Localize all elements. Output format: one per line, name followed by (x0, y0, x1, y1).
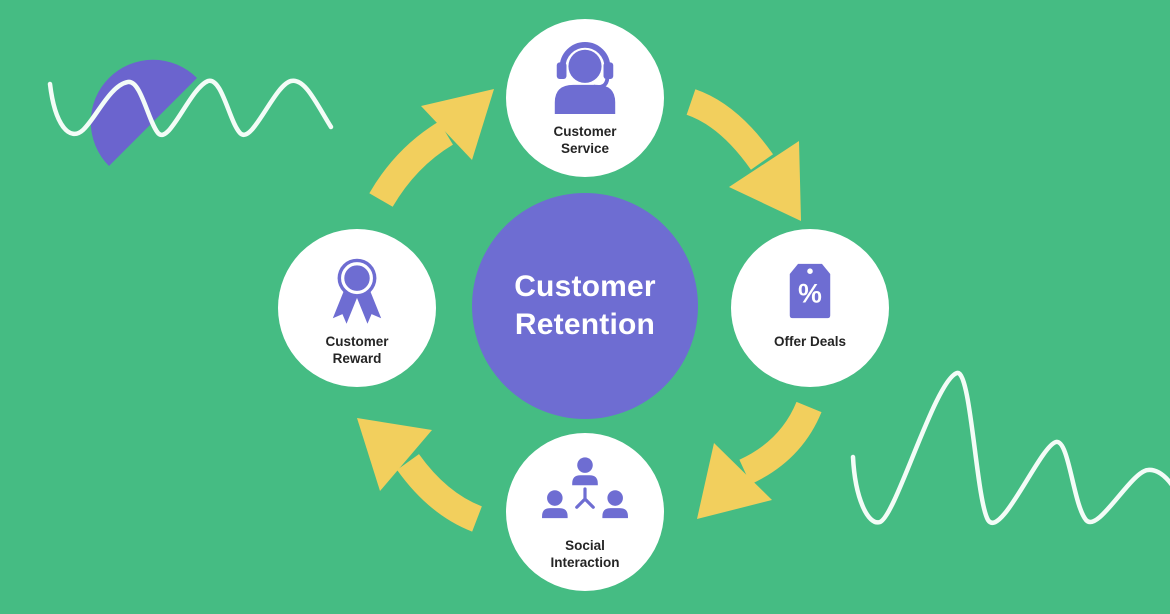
discount-tag-icon: % (789, 263, 831, 319)
diagram-title: Customer Retention (514, 270, 656, 341)
node-offer-deals: % Offer Deals (731, 229, 889, 387)
people-network-icon (542, 457, 628, 519)
center-hub-circle: Customer Retention (472, 193, 698, 419)
arrow-reward-to-service-icon (369, 89, 494, 207)
node-social-interaction: Social Interaction (506, 433, 664, 591)
node-customer-reward: Customer Reward (278, 229, 436, 387)
wavy-line-top-left-icon (47, 78, 334, 138)
customer-service-headset-icon (554, 41, 616, 115)
arrow-deals-to-social-icon (697, 401, 822, 519)
node-customer-service: Customer Service (506, 19, 664, 177)
percent-symbol: % (798, 278, 822, 308)
award-ribbon-icon (332, 258, 382, 324)
arrow-service-to-deals-icon (686, 89, 801, 221)
node-label-customer-reward: Customer Reward (325, 334, 389, 366)
wavy-line-bottom-right-icon (850, 370, 1170, 525)
arrow-social-to-reward-icon (357, 418, 483, 532)
node-label-customer-service: Customer Service (553, 124, 617, 156)
node-label-social-interaction: Social Interaction (550, 538, 620, 570)
node-label-offer-deals: Offer Deals (773, 334, 847, 349)
